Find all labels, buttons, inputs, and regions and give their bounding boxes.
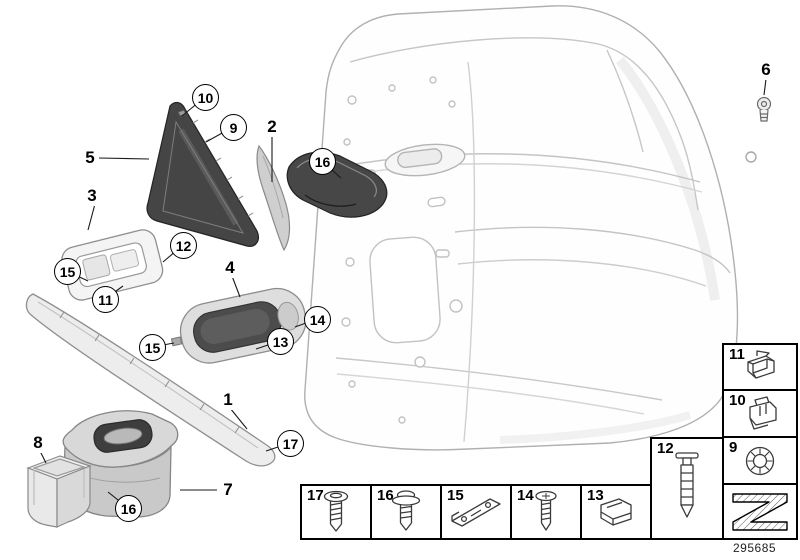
torx-screw-icon	[323, 490, 349, 532]
pull-handle-part	[170, 287, 307, 364]
trim-strip-part	[25, 293, 276, 467]
callout-label-1[interactable]: 1	[221, 390, 235, 410]
legend-box-17[interactable]: 17	[300, 484, 372, 540]
legend-number: 10	[729, 392, 746, 409]
diagram-number: 295685	[733, 541, 777, 555]
handle-trim-part	[256, 144, 291, 252]
callout-balloon-15-mid[interactable]: 15	[139, 334, 166, 361]
legend-box-12[interactable]: 12	[650, 437, 724, 540]
callout-balloon-13[interactable]: 13	[267, 328, 294, 355]
legend-box-14[interactable]: 14	[510, 484, 582, 540]
callout-balloon-16-bottom[interactable]: 16	[115, 495, 142, 522]
callout-balloon-16-top[interactable]: 16	[309, 148, 336, 175]
z-hatch-symbol-icon	[732, 492, 788, 531]
callout-balloon-11[interactable]: 11	[92, 286, 119, 313]
callout-label-2[interactable]: 2	[265, 117, 279, 137]
legend-number: 12	[657, 440, 674, 457]
fastener-6-drawing	[756, 96, 772, 122]
callout-balloon-10[interactable]: 10	[192, 84, 219, 111]
push-nut-icon	[745, 446, 775, 475]
callout-balloon-9[interactable]: 9	[220, 114, 247, 141]
legend-number: 17	[307, 487, 324, 504]
legend-number: 15	[447, 487, 464, 504]
legend-box-16[interactable]: 16	[370, 484, 442, 540]
callout-balloon-17[interactable]: 17	[277, 430, 304, 457]
spring-clip-icon	[747, 350, 775, 379]
grommet-hole	[745, 151, 757, 163]
legend-number: 11	[729, 346, 745, 363]
legend-number: 14	[517, 487, 534, 504]
storage-tray-part	[26, 455, 92, 528]
screw-icon	[535, 490, 557, 531]
legend-number: 9	[729, 439, 738, 456]
callout-label-7[interactable]: 7	[221, 480, 235, 500]
callout-balloon-15-left[interactable]: 15	[54, 258, 81, 285]
callout-label-8[interactable]: 8	[31, 433, 45, 453]
expansion-rivet-icon	[675, 451, 699, 518]
callout-balloon-12[interactable]: 12	[170, 232, 197, 259]
sheet-metal-clip-icon	[600, 498, 632, 526]
washer-screw-icon	[391, 490, 421, 531]
legend-box-9[interactable]: 9	[722, 436, 798, 485]
armrest-pull-part	[62, 410, 179, 518]
legend-box-15[interactable]: 15	[440, 484, 512, 540]
legend-box-13[interactable]: 13	[580, 484, 652, 540]
legend-number: 13	[587, 487, 604, 504]
callout-label-3[interactable]: 3	[85, 186, 99, 206]
legend-box-continuation[interactable]	[722, 483, 798, 540]
legend-number: 16	[377, 487, 394, 504]
mirror-triangle-part	[146, 101, 259, 247]
callout-label-4[interactable]: 4	[223, 258, 237, 278]
retaining-clip-icon	[749, 395, 777, 430]
legend-box-10[interactable]: 10	[722, 389, 798, 438]
callout-label-5[interactable]: 5	[83, 148, 97, 168]
legend-box-11[interactable]: 11	[722, 343, 798, 391]
door-panel-drawing	[304, 5, 757, 451]
callout-label-6[interactable]: 6	[759, 60, 773, 80]
callout-balloon-14[interactable]: 14	[304, 306, 331, 333]
support-bracket-icon	[451, 498, 501, 527]
